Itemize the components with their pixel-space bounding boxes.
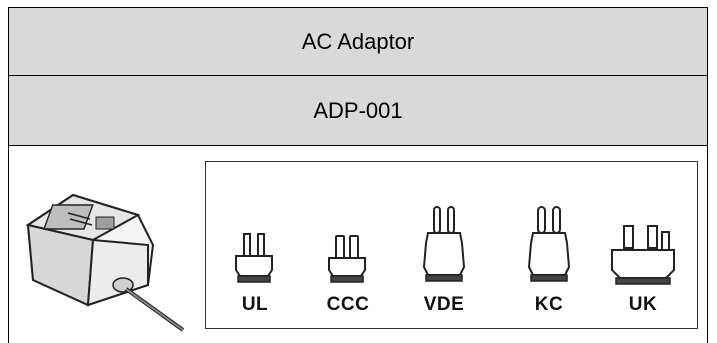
plug-label-ul: UL	[241, 294, 269, 315]
eu-plug-icon	[422, 206, 466, 282]
kr-plug-icon	[527, 206, 571, 282]
model-cell: ADP-001	[8, 76, 708, 146]
plug-label-kc: KC	[534, 294, 564, 315]
adaptor-image	[25, 193, 185, 332]
product-title-cell: AC Adaptor	[8, 7, 708, 76]
plug-label-ccc: CCC	[326, 294, 370, 315]
us-plug-icon	[235, 233, 273, 283]
plug-types-panel	[205, 161, 698, 329]
product-title: AC Adaptor	[301, 28, 415, 54]
plug-label-uk: UK	[628, 294, 658, 315]
uk-plug-icon	[611, 225, 675, 285]
plug-label-vde: VDE	[423, 294, 465, 315]
model-number: ADP-001	[313, 97, 403, 123]
image-cell	[8, 146, 708, 343]
cn-plug-icon	[328, 235, 366, 283]
